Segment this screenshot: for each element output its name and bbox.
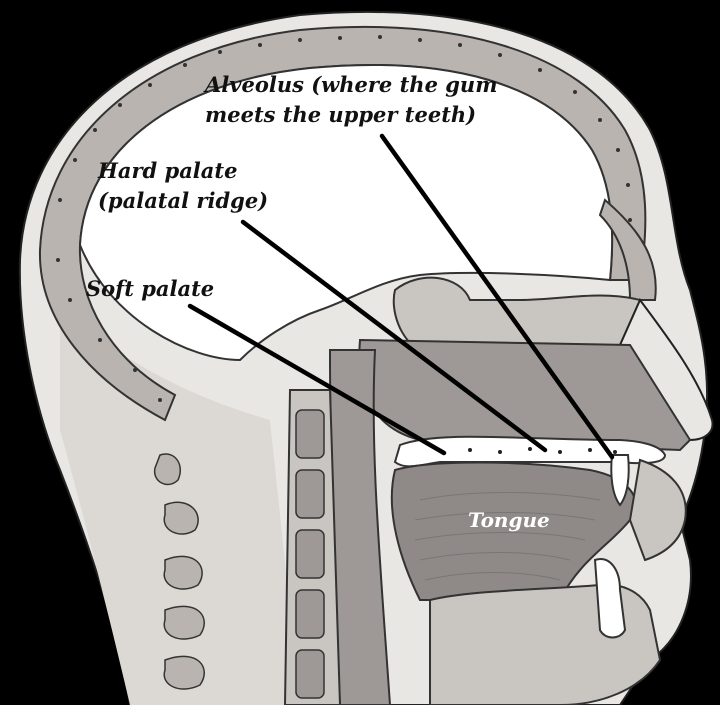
vertebrae — [296, 410, 324, 698]
hard-palate-label-line1: Hard palate — [97, 158, 237, 183]
tongue-label: Tongue — [468, 508, 550, 532]
alveolus-label-line1: Alveolus (where the gum — [203, 72, 497, 97]
lower-jaw — [430, 585, 660, 705]
alveolus-label-line2: meets the upper teeth) — [205, 102, 476, 127]
hard-palate-label-line2: (palatal ridge) — [98, 188, 268, 213]
soft-palate-label: Soft palate — [86, 276, 214, 301]
